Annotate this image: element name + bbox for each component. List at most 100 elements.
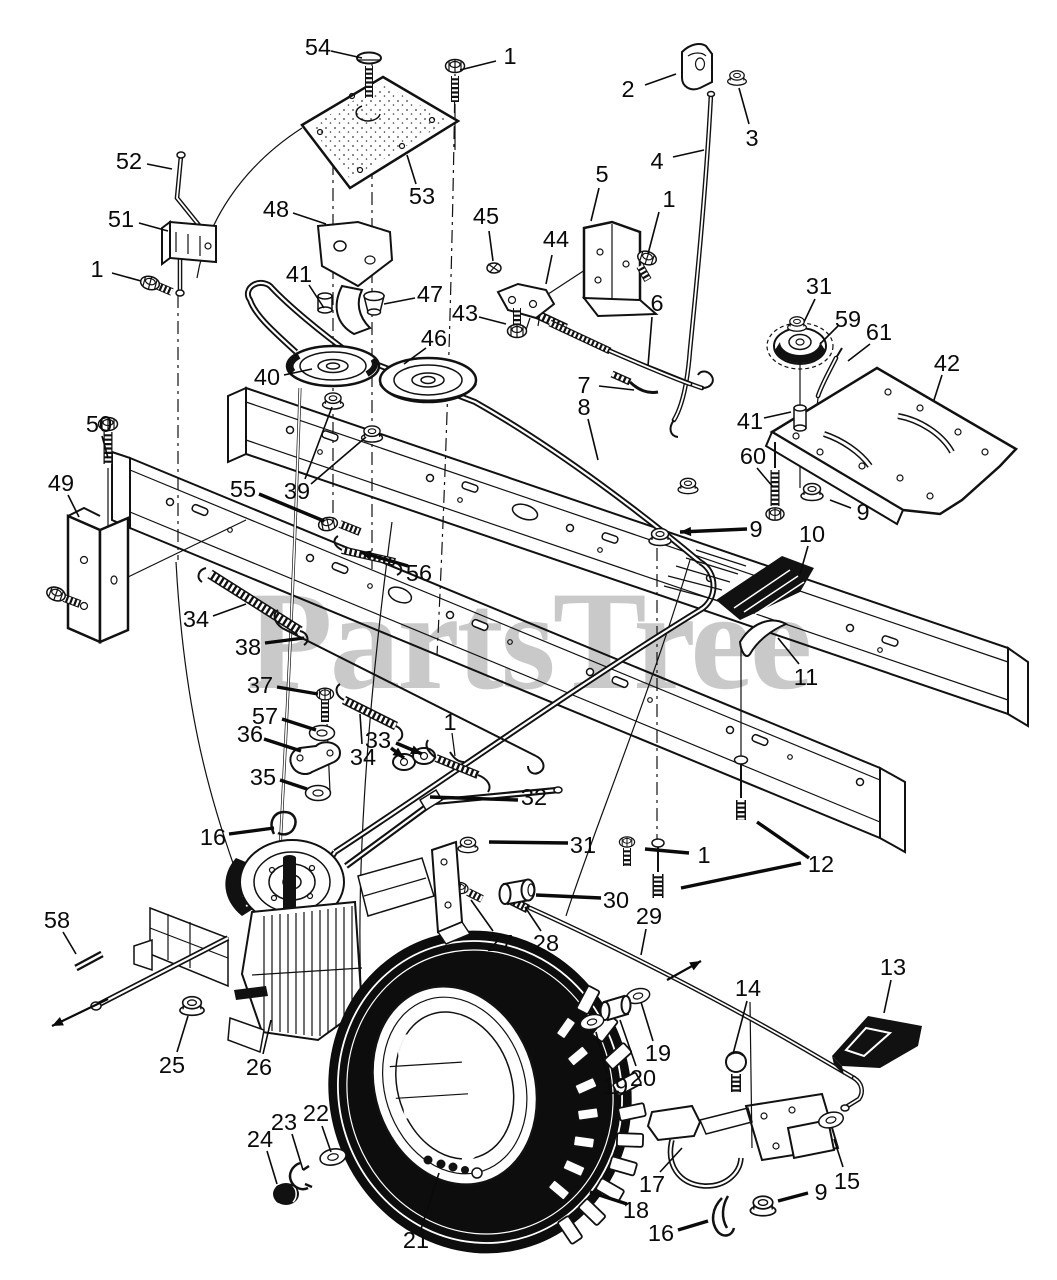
callout-24: 24 — [247, 1126, 273, 1152]
flange-nut — [787, 316, 807, 332]
leader-line — [459, 60, 497, 71]
leader-line — [677, 1219, 709, 1232]
callout-11: 11 — [794, 664, 818, 690]
callout-16: 16 — [200, 824, 226, 850]
hairpin-clip — [270, 810, 297, 836]
callout-7: 7 — [577, 372, 590, 398]
idler-plate — [764, 366, 1018, 526]
spacer — [793, 404, 807, 432]
washer — [304, 784, 332, 802]
callout-38: 38 — [235, 634, 261, 660]
carriage-bolt — [316, 514, 362, 536]
flange-nut — [800, 482, 824, 502]
leader-line — [535, 893, 602, 900]
hex-bolt — [450, 880, 484, 903]
callout-2: 2 — [621, 76, 634, 102]
brake-rod — [273, 609, 545, 775]
leader-arrowhead — [52, 1017, 64, 1026]
callout-41: 41 — [737, 408, 763, 434]
callout-23: 23 — [271, 1109, 297, 1135]
callout-49: 49 — [48, 470, 74, 496]
spacer-bushing — [599, 994, 632, 1022]
callout-27: 27 — [487, 930, 513, 956]
pivot-bracket — [496, 282, 556, 331]
leader-line — [383, 297, 416, 305]
callout-12: 12 — [808, 851, 834, 877]
axle-bracket — [66, 506, 130, 644]
callout-29: 29 — [636, 903, 662, 929]
rod-hook — [449, 751, 465, 763]
leader-line — [478, 316, 507, 325]
leader-line — [308, 284, 325, 309]
callout-15: 15 — [834, 1168, 860, 1194]
leader-line — [847, 343, 871, 362]
brake-pedal-pad — [832, 1016, 922, 1075]
callout-32: 32 — [521, 784, 547, 810]
leader-line — [263, 737, 302, 753]
leader-line — [292, 212, 327, 225]
callout-20: 20 — [630, 1065, 656, 1091]
callout-19: 19 — [602, 1073, 628, 1099]
callout-9: 9 — [814, 1179, 827, 1205]
leader-line — [101, 435, 109, 459]
callout-43: 43 — [452, 300, 478, 326]
leader-line — [279, 778, 308, 791]
callout-47: 47 — [417, 281, 443, 307]
leader-line — [266, 1150, 278, 1185]
leader-line — [176, 1015, 189, 1053]
callout-56: 56 — [406, 560, 432, 586]
callout-61: 61 — [866, 319, 892, 345]
callout-19: 19 — [645, 1040, 671, 1066]
hex-bolt — [97, 416, 119, 464]
leader-line — [819, 325, 839, 345]
leader-line — [406, 154, 417, 185]
leader-line — [212, 603, 247, 617]
leader-line — [595, 1031, 608, 1075]
hex-bolt — [315, 687, 335, 722]
leader-line — [524, 906, 542, 932]
callout-16: 16 — [648, 1220, 674, 1246]
callout-57: 57 — [252, 703, 278, 729]
leader-line — [589, 1190, 628, 1206]
leader-line — [429, 795, 519, 802]
callout-21: 21 — [403, 1227, 429, 1253]
flange-nut — [179, 995, 205, 1017]
callout-36: 36 — [237, 721, 263, 747]
leader-arrowhead — [680, 526, 692, 537]
transaxle — [133, 839, 435, 1054]
callout-22: 22 — [303, 1100, 329, 1126]
callout-14: 14 — [735, 975, 761, 1001]
callout-13: 13 — [880, 954, 906, 980]
mount-bracket — [430, 840, 472, 945]
callout-34: 34 — [350, 744, 376, 770]
callout-46: 46 — [421, 325, 447, 351]
flange-nut — [648, 527, 672, 547]
leader-line — [281, 717, 317, 732]
callout-41: 41 — [286, 261, 312, 287]
plate-screw — [356, 51, 382, 98]
leader-line — [883, 979, 892, 1014]
callout-18: 18 — [623, 1197, 649, 1223]
leader-line — [258, 492, 325, 523]
callout-9: 9 — [749, 516, 762, 542]
callout-9: 9 — [856, 499, 869, 525]
leader-line — [803, 298, 816, 323]
callout-48: 48 — [263, 196, 289, 222]
leader-line — [644, 847, 690, 855]
leader-line — [62, 931, 77, 955]
threaded-rod — [548, 319, 693, 387]
callout-58: 58 — [44, 907, 70, 933]
callout-55: 55 — [230, 476, 256, 502]
hex-bolt — [138, 273, 174, 296]
callout-52: 52 — [116, 148, 142, 174]
spacer-cone — [363, 290, 385, 316]
grip-pad — [663, 549, 814, 620]
shoulder-bolt — [506, 308, 528, 339]
small-spacer — [317, 292, 333, 314]
drive-belt — [244, 279, 717, 888]
leader-line — [590, 187, 600, 222]
hex-bolt — [44, 583, 82, 608]
callout-31: 31 — [570, 832, 596, 858]
